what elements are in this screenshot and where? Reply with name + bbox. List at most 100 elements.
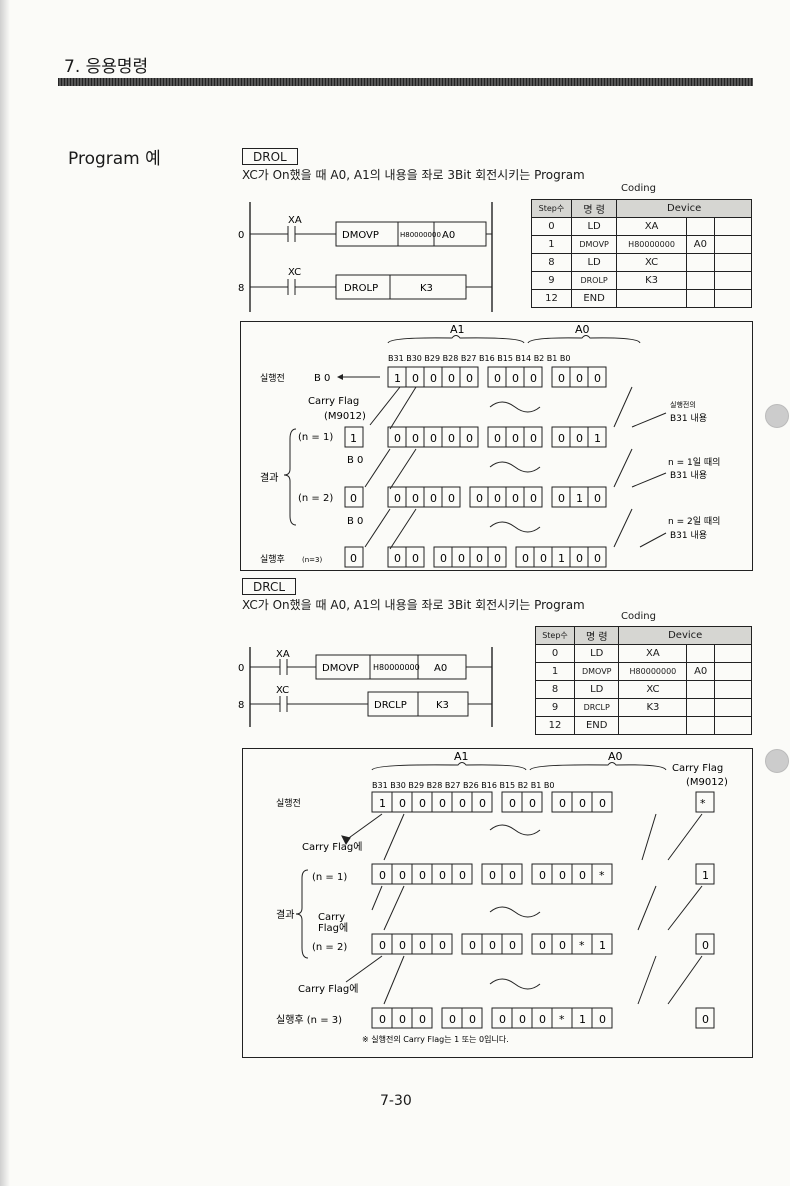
bit-value: 0 bbox=[594, 552, 601, 565]
bit-value: 0 bbox=[519, 1013, 526, 1026]
bit-value: 0 bbox=[509, 939, 516, 952]
bit-value: 0 bbox=[579, 869, 586, 882]
bit-cell bbox=[459, 426, 479, 448]
bit-value: 0 bbox=[439, 797, 446, 810]
bit-value: 0 bbox=[412, 372, 419, 385]
bit-value: 0 bbox=[576, 372, 583, 385]
instruction-operand: A0 bbox=[442, 230, 455, 241]
bit-value: 0 bbox=[419, 869, 426, 882]
bit-value: 0 bbox=[479, 797, 486, 810]
bit-value: 0 bbox=[558, 372, 565, 385]
svg-text:H80000000: H80000000 bbox=[373, 663, 420, 672]
bit-value: 0 bbox=[594, 492, 601, 505]
bit-cell bbox=[411, 1007, 433, 1029]
bit-value: 0 bbox=[394, 432, 401, 445]
bit-value: 0 bbox=[489, 869, 496, 882]
bit-labels: B31 B30 B29 B28 B27 B26 B16 B15 B2 B1 B0 bbox=[372, 781, 555, 790]
svg-text:1: 1 bbox=[702, 869, 709, 882]
drol-description: XC가 On했을 때 A0, A1의 내용을 좌로 3Bit 회전시키는 Pro… bbox=[242, 168, 585, 182]
drcl-coding-label: Coding bbox=[621, 611, 656, 622]
svg-text:결과: 결과 bbox=[276, 909, 294, 921]
svg-text:(n = 2): (n = 2) bbox=[312, 942, 347, 953]
svg-text:Flag에: Flag에 bbox=[318, 922, 348, 934]
bit-value: 0 bbox=[512, 372, 519, 385]
bit-value: 0 bbox=[466, 432, 473, 445]
bit-value: 0 bbox=[379, 939, 386, 952]
svg-text:DRCLP: DRCLP bbox=[374, 700, 407, 711]
svg-text:8: 8 bbox=[238, 700, 244, 711]
carry-flag-label: Carry Flag bbox=[308, 396, 359, 407]
drol-tag: DROL bbox=[242, 148, 298, 165]
svg-text:A1: A1 bbox=[454, 750, 469, 763]
note-label: B31 내용 bbox=[670, 470, 707, 481]
bit-value: 0 bbox=[579, 797, 586, 810]
bit-value: 0 bbox=[539, 939, 546, 952]
bit-value: 0 bbox=[439, 869, 446, 882]
contact-label: XA bbox=[288, 215, 302, 226]
bit-value: 0 bbox=[499, 1013, 506, 1026]
bit-value: 0 bbox=[469, 939, 476, 952]
bit-value: 0 bbox=[439, 939, 446, 952]
bit-value: 0 bbox=[576, 432, 583, 445]
instruction-operand: K3 bbox=[420, 283, 433, 294]
binder-hole bbox=[765, 404, 789, 428]
note-label: n = 1일 때의 bbox=[668, 457, 720, 468]
bit-value: 1 bbox=[579, 1013, 586, 1026]
note-label: 실행전의 bbox=[670, 400, 696, 409]
svg-text:(M9012): (M9012) bbox=[686, 777, 728, 788]
register-label-a0: A0 bbox=[575, 323, 590, 336]
bit-value: 0 bbox=[529, 797, 536, 810]
page-edge-shadow bbox=[0, 0, 10, 1186]
bit-value: 0 bbox=[559, 869, 566, 882]
bit-value: 0 bbox=[559, 797, 566, 810]
svg-text:0: 0 bbox=[702, 939, 709, 952]
after-n: (n=3) bbox=[302, 556, 322, 564]
svg-text:실행전: 실행전 bbox=[276, 797, 301, 809]
bit-value: 0 bbox=[476, 552, 483, 565]
bit-value: * bbox=[599, 869, 605, 882]
bit-value: 0 bbox=[394, 492, 401, 505]
bit-value: 0 bbox=[412, 432, 419, 445]
svg-text:Carry Flag에: Carry Flag에 bbox=[302, 841, 362, 853]
svg-text:0: 0 bbox=[238, 663, 244, 674]
bit-value: 0 bbox=[430, 492, 437, 505]
drol-coding-label: Coding bbox=[621, 183, 656, 194]
bit-value: 0 bbox=[419, 1013, 426, 1026]
bit-cell bbox=[487, 546, 507, 568]
note-label: B31 내용 bbox=[670, 413, 707, 424]
bit-value: 0 bbox=[469, 1013, 476, 1026]
bit-value: * bbox=[579, 939, 585, 952]
bit-value: 0 bbox=[599, 1013, 606, 1026]
bit-cell bbox=[591, 791, 613, 813]
bit-cell bbox=[405, 546, 425, 568]
bit-value: 0 bbox=[466, 372, 473, 385]
bit-cell bbox=[431, 933, 453, 955]
bit-cell bbox=[587, 366, 607, 388]
svg-text:Carry: Carry bbox=[318, 912, 345, 923]
bit-cell bbox=[591, 863, 613, 885]
result-label: 결과 bbox=[260, 472, 278, 484]
bit-value: 0 bbox=[399, 939, 406, 952]
bit-value: 0 bbox=[379, 1013, 386, 1026]
bit-value: 0 bbox=[512, 492, 519, 505]
bit-labels: B31 B30 B29 B28 B27 B16 B15 B14 B2 B1 B0 bbox=[388, 354, 571, 363]
bit-cell bbox=[459, 366, 479, 388]
bit-value: 0 bbox=[494, 372, 501, 385]
step-n2: (n = 2) bbox=[298, 493, 333, 504]
bit-value: 0 bbox=[494, 492, 501, 505]
svg-text:A0: A0 bbox=[434, 663, 447, 674]
bit-value: 0 bbox=[530, 432, 537, 445]
bit-value: 0 bbox=[459, 869, 466, 882]
svg-text:0: 0 bbox=[702, 1013, 709, 1026]
bit-value: 0 bbox=[539, 869, 546, 882]
before-label: 실행전 bbox=[260, 372, 285, 384]
bit-value: 0 bbox=[440, 552, 447, 565]
